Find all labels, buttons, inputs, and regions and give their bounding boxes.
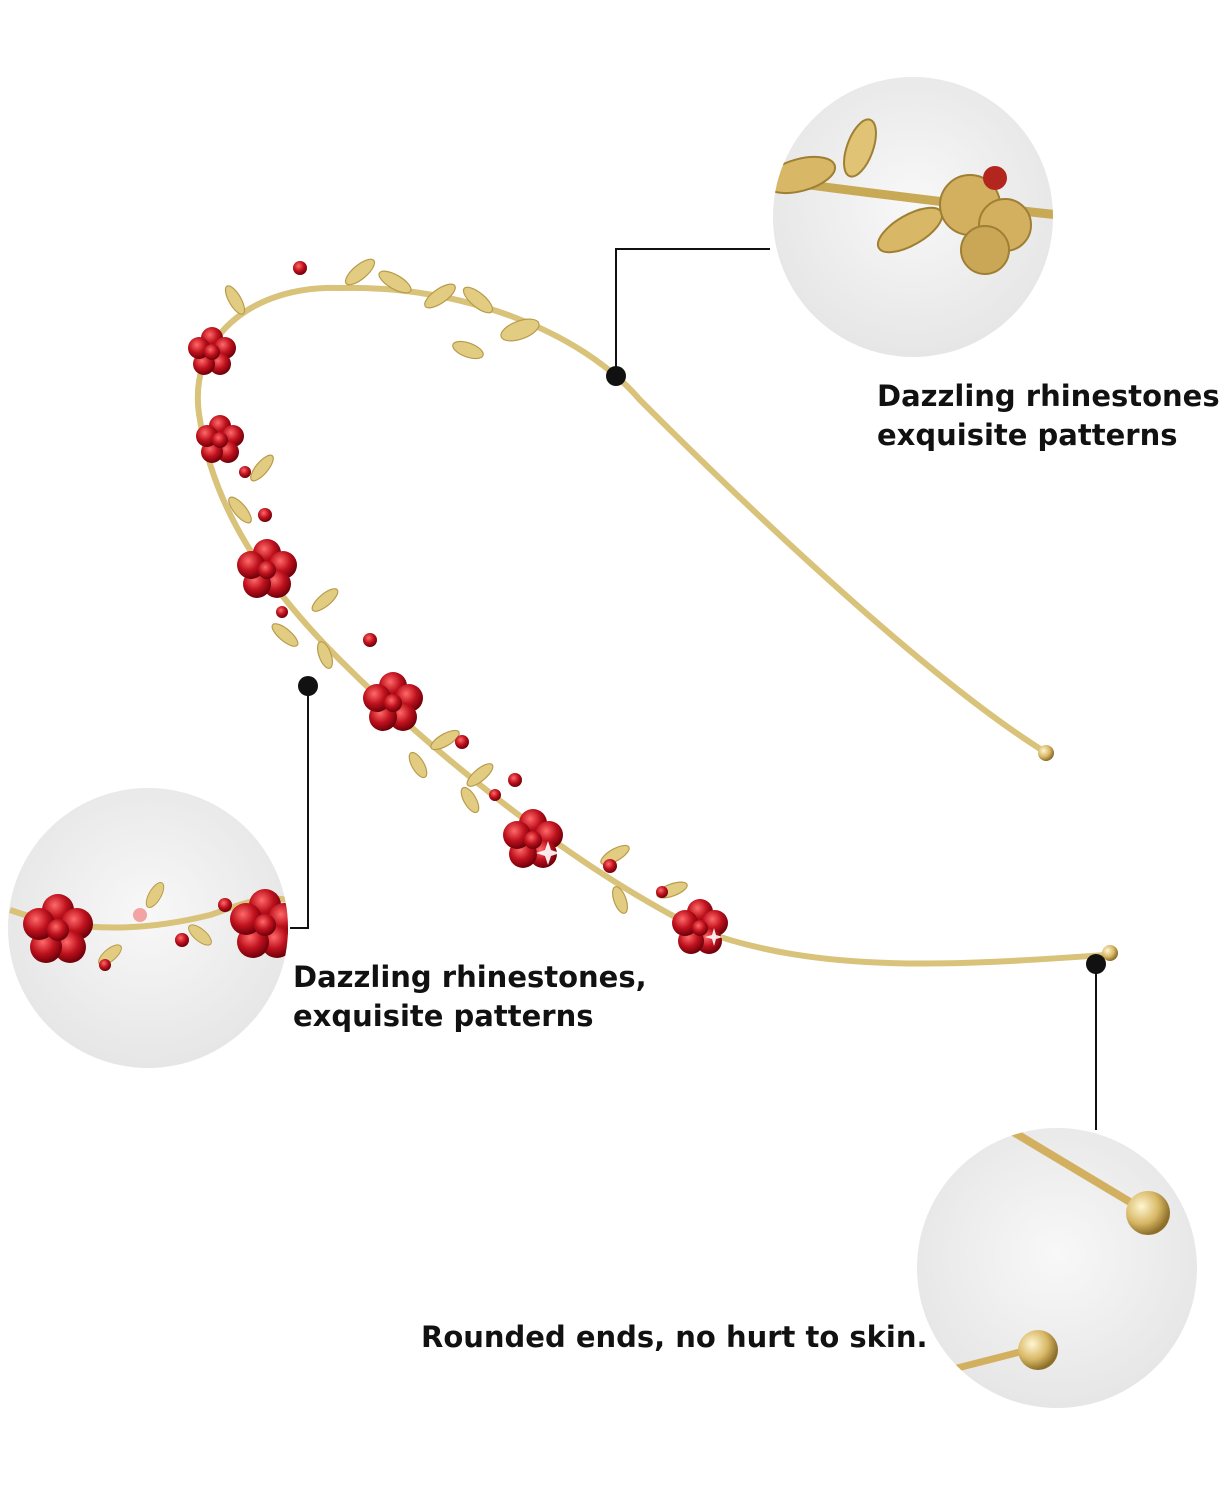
headband bbox=[188, 258, 1118, 967]
detail-circle-bottom bbox=[917, 1128, 1197, 1408]
rounded-end-top bbox=[1038, 745, 1054, 761]
callout-caption-top: Dazzling rhinestones, exquisite patterns bbox=[877, 377, 1219, 455]
callout-caption-bottom: Rounded ends, no hurt to skin. bbox=[421, 1318, 928, 1357]
callout-dot-bottom bbox=[1086, 954, 1106, 974]
callout-top-line2: exquisite patterns bbox=[877, 418, 1178, 452]
callout-dot-top bbox=[606, 366, 626, 386]
callout-top-line1: Dazzling rhinestones, bbox=[877, 379, 1219, 413]
callout-bottom-text: Rounded ends, no hurt to skin. bbox=[421, 1320, 928, 1354]
rhinestone-flowers bbox=[188, 261, 728, 954]
leader-lines bbox=[290, 248, 1097, 1130]
gold-leaves bbox=[224, 258, 688, 914]
detail-circle-top bbox=[773, 77, 1053, 357]
callout-middle-line2: exquisite patterns bbox=[293, 999, 594, 1033]
callout-caption-middle: Dazzling rhinestones, exquisite patterns bbox=[293, 958, 647, 1036]
rounded-end-bottom bbox=[1102, 945, 1118, 961]
detail-circle-middle bbox=[8, 788, 288, 1068]
callout-dot-middle bbox=[298, 676, 318, 696]
callout-middle-line1: Dazzling rhinestones, bbox=[293, 960, 647, 994]
